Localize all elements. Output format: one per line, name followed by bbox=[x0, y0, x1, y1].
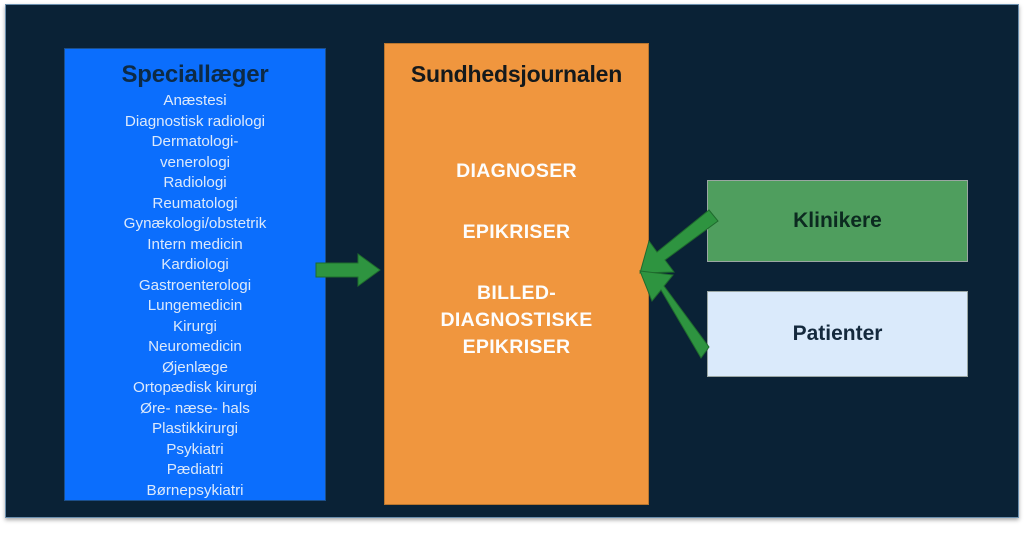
list-item: Børnepsykiatri bbox=[146, 481, 244, 499]
list-item: Radiologi bbox=[163, 174, 227, 192]
list-item: Kardiologi bbox=[161, 256, 229, 274]
list-item: Reumatologi bbox=[152, 194, 238, 212]
patients-label: Patienter bbox=[792, 322, 883, 345]
patients-box: Patienter bbox=[707, 291, 968, 377]
specialists-title: Speciallæger bbox=[121, 61, 269, 88]
list-item: Gynækologi/obstetrik bbox=[123, 215, 267, 233]
clinicians-label: Klinikere bbox=[793, 209, 882, 232]
specialists-list: Anæstesi Diagnostisk radiologi Dermatolo… bbox=[65, 91, 325, 501]
journal-item-line: DIAGNOSTISKE bbox=[440, 309, 593, 331]
list-item: Psykiatri bbox=[166, 440, 224, 458]
journal-title: Sundhedsjournalen bbox=[410, 61, 623, 87]
journal-item-epikriser: EPIKRISER bbox=[462, 221, 571, 243]
journal-item-line: EPIKRISER bbox=[462, 336, 571, 358]
journal-item-line: BILLED- bbox=[476, 282, 556, 304]
list-item: Pædiatri bbox=[166, 461, 224, 479]
list-item: Øre- næse- hals bbox=[140, 399, 250, 417]
clinicians-box: Klinikere bbox=[707, 180, 968, 262]
list-item: Dermatologi- bbox=[151, 133, 239, 151]
specialists-box: Speciallæger Anæstesi Diagnostisk radiol… bbox=[64, 48, 326, 501]
list-item: Intern medicin bbox=[147, 235, 243, 253]
list-item: venerologi bbox=[159, 153, 231, 171]
journal-item-diagnoser: DIAGNOSER bbox=[456, 160, 577, 182]
list-item: Øjenlæge bbox=[162, 358, 228, 376]
journal-box: Sundhedsjournalen DIAGNOSER EPIKRISER BI… bbox=[384, 43, 649, 505]
list-item: Ortopædisk kirurgi bbox=[132, 379, 258, 397]
list-item: Diagnostisk radiologi bbox=[124, 112, 266, 130]
slide-frame: Speciallæger Anæstesi Diagnostisk radiol… bbox=[5, 4, 1019, 518]
list-item: Kirurgi bbox=[173, 317, 217, 335]
list-item: Gastroenterologi bbox=[138, 276, 252, 294]
list-item: Lungemedicin bbox=[147, 297, 243, 315]
list-item: Plastikkirurgi bbox=[151, 420, 239, 438]
arrow-patients-to-journal bbox=[639, 270, 710, 359]
journal-item-billeddiagnostiske-epikriser: BILLED- DIAGNOSTISKE EPIKRISER bbox=[385, 280, 648, 361]
list-item: Anæstesi bbox=[163, 92, 227, 110]
journal-items: DIAGNOSER EPIKRISER BILLED- DIAGNOSTISKE… bbox=[385, 158, 648, 361]
list-item: Neuromedicin bbox=[148, 338, 242, 356]
